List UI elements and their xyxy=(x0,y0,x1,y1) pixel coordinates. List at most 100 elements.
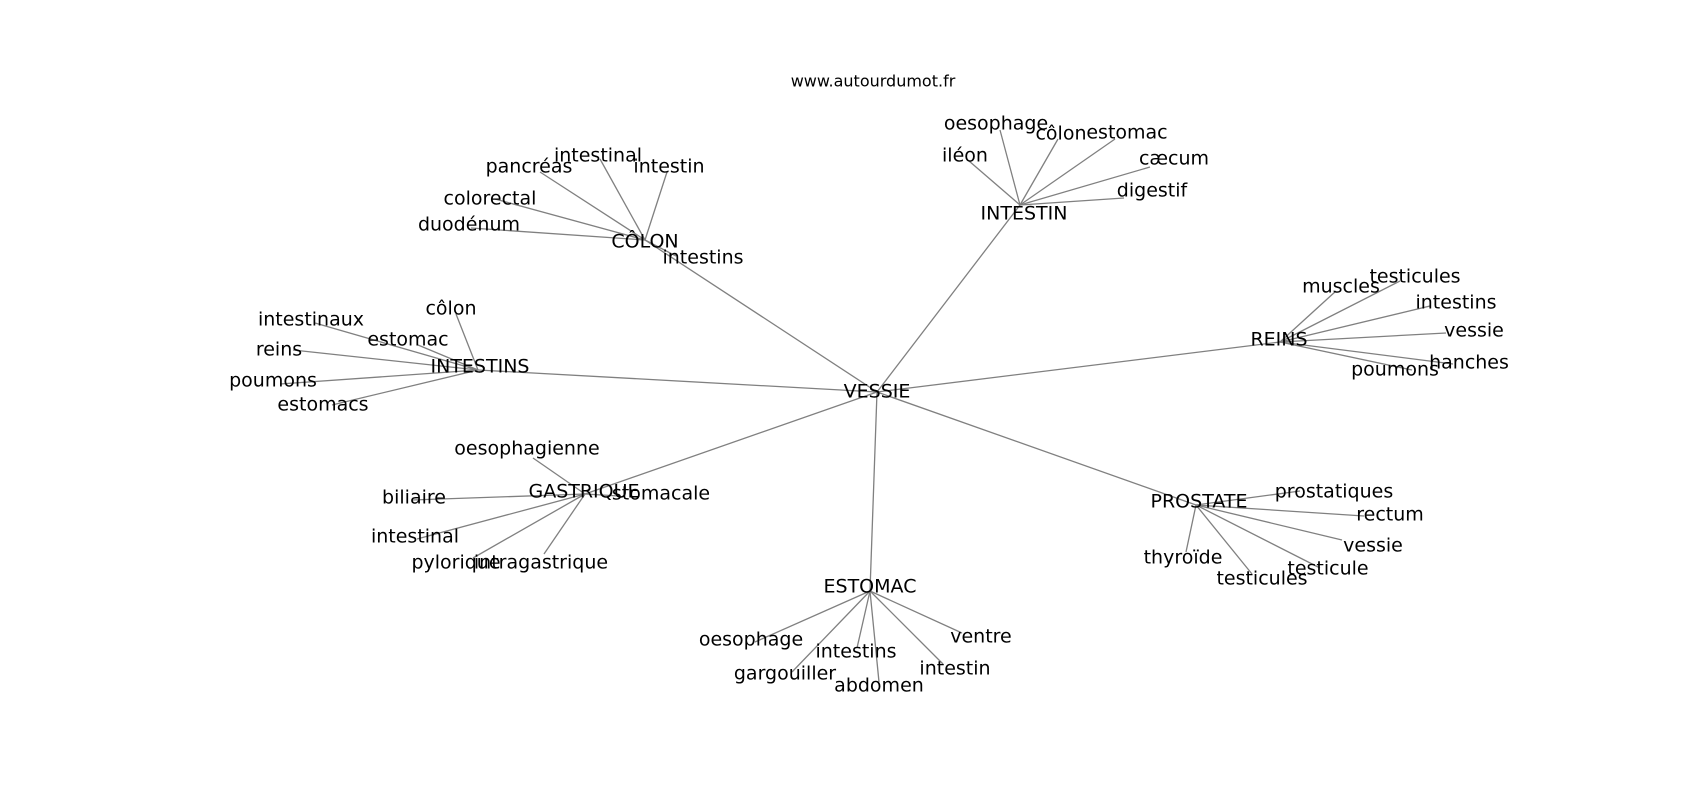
edge-estomac-leaf-3 xyxy=(869,590,944,665)
edge-colon-leaf-1 xyxy=(539,171,646,241)
leaf-word-intestin-1[interactable]: côlon xyxy=(1035,123,1086,145)
edge-reins-leaf-4 xyxy=(1279,341,1454,365)
graph-edges xyxy=(279,129,1454,683)
hub-word-intestins[interactable]: INTESTINS xyxy=(431,356,530,378)
leaf-word-colon-5[interactable]: intestins xyxy=(662,247,743,269)
leaf-word-gastrique-3[interactable]: intestinal xyxy=(371,526,459,548)
edge-gastrique-leaf-1 xyxy=(584,493,620,497)
leaf-word-reins-2[interactable]: intestins xyxy=(1415,292,1496,314)
leaf-word-intestin-4[interactable]: cæcum xyxy=(1139,148,1209,170)
edge-intestin-leaf-0 xyxy=(999,129,1021,206)
leaf-word-gastrique-2[interactable]: biliaire xyxy=(382,487,446,509)
edge-intestins-leaf-5 xyxy=(331,369,479,406)
leaf-word-colon-2[interactable]: intestin xyxy=(633,156,704,178)
edge-intestin-leaf-1 xyxy=(1019,138,1059,206)
hub-word-intestin[interactable]: INTESTIN xyxy=(981,203,1068,225)
leaf-word-prostate-1[interactable]: rectum xyxy=(1356,504,1424,526)
leaf-word-estomac-2[interactable]: intestins xyxy=(815,641,896,663)
leaf-word-colon-1[interactable]: pancréas xyxy=(486,156,573,178)
leaf-word-intestins-4[interactable]: poumons xyxy=(229,370,317,392)
edge-gastrique-leaf-2 xyxy=(411,493,586,501)
edge-prostate-leaf-1 xyxy=(1195,504,1365,517)
leaf-word-intestin-0[interactable]: oesophage xyxy=(944,113,1048,135)
hub-word-colon[interactable]: CÔLON xyxy=(611,229,678,253)
leaf-word-estomac-5[interactable]: abdomen xyxy=(834,675,924,697)
edge-prostate-leaf-0 xyxy=(1195,490,1301,506)
edge-center-to-gastrique xyxy=(584,391,878,495)
edge-intestins-leaf-1 xyxy=(314,322,479,371)
leaf-word-estomac-4[interactable]: gargouiller xyxy=(734,663,836,685)
leaf-word-prostate-5[interactable]: testicules xyxy=(1216,568,1307,590)
edge-gastrique-leaf-4 xyxy=(472,493,586,559)
leaf-word-colon-4[interactable]: duodénum xyxy=(418,214,520,236)
edge-reins-leaf-0 xyxy=(1279,280,1401,343)
leaf-word-prostate-2[interactable]: vessie xyxy=(1343,535,1403,557)
leaf-word-colon-3[interactable]: colorectal xyxy=(444,188,537,210)
hub-word-gastrique[interactable]: GASTRIQUE xyxy=(528,481,639,503)
edge-estomac-leaf-2 xyxy=(856,590,871,649)
leaf-word-prostate-0[interactable]: prostatiques xyxy=(1275,481,1394,503)
leaf-word-gastrique-1[interactable]: stomacale xyxy=(612,483,710,505)
edge-intestin-leaf-3 xyxy=(968,160,1021,206)
leaf-word-intestins-1[interactable]: intestinaux xyxy=(258,309,364,331)
leaf-word-colon-0[interactable]: intestinal xyxy=(554,145,642,167)
leaf-word-gastrique-4[interactable]: pylorique xyxy=(411,552,500,574)
leaf-word-reins-1[interactable]: muscles xyxy=(1302,276,1380,298)
hub-word-estomac[interactable]: ESTOMAC xyxy=(824,576,917,598)
edge-intestin-leaf-5 xyxy=(1019,197,1125,206)
edge-center-to-intestins xyxy=(477,369,878,393)
edge-center-to-reins xyxy=(876,341,1281,393)
leaf-word-intestin-5[interactable]: digestif xyxy=(1117,180,1189,202)
edge-estomac-leaf-5 xyxy=(869,590,880,683)
leaf-word-estomac-0[interactable]: ventre xyxy=(950,626,1012,648)
leaf-word-reins-4[interactable]: hanches xyxy=(1429,352,1509,374)
leaf-word-reins-5[interactable]: poumons xyxy=(1351,359,1439,381)
leaf-word-intestins-0[interactable]: côlon xyxy=(425,298,476,320)
edge-intestins-leaf-0 xyxy=(455,313,479,371)
edge-colon-leaf-3 xyxy=(494,198,646,241)
leaf-word-intestins-3[interactable]: reins xyxy=(256,339,302,361)
edge-reins-leaf-1 xyxy=(1279,290,1337,343)
edge-gastrique-leaf-3 xyxy=(416,493,586,540)
edge-intestin-leaf-2 xyxy=(1019,138,1116,206)
edge-colon-leaf-0 xyxy=(599,158,646,241)
leaf-word-prostate-3[interactable]: thyroïde xyxy=(1144,547,1223,569)
hub-word-reins[interactable]: REINS xyxy=(1250,329,1307,351)
leaf-word-intestins-2[interactable]: estomac xyxy=(367,329,448,351)
edge-intestins-leaf-4 xyxy=(279,369,479,385)
edge-prostate-leaf-4 xyxy=(1195,504,1321,569)
edge-center-to-prostate xyxy=(876,391,1197,506)
source-watermark: www.autourdumot.fr xyxy=(791,72,956,91)
leaf-word-reins-3[interactable]: vessie xyxy=(1444,320,1504,342)
leaf-word-prostate-4[interactable]: testicule xyxy=(1287,558,1368,580)
leaf-word-reins-0[interactable]: testicules xyxy=(1369,266,1460,288)
leaf-word-intestin-2[interactable]: estomac xyxy=(1086,122,1167,144)
edge-intestins-leaf-3 xyxy=(292,349,479,371)
leaf-word-estomac-3[interactable]: intestin xyxy=(919,658,990,680)
edge-colon-leaf-5 xyxy=(644,239,677,257)
edge-intestin-leaf-4 xyxy=(1019,166,1151,206)
edge-center-to-estomac xyxy=(869,391,878,592)
edge-center-to-intestin xyxy=(876,204,1021,393)
center-word[interactable]: VESSIE xyxy=(844,381,911,403)
hub-word-prostate[interactable]: PROSTATE xyxy=(1151,491,1248,513)
edge-prostate-leaf-3 xyxy=(1185,504,1197,553)
edge-reins-leaf-3 xyxy=(1279,332,1447,343)
edge-center-to-colon xyxy=(644,239,878,393)
leaf-word-intestins-5[interactable]: estomacs xyxy=(277,394,368,416)
leaf-word-intestin-3[interactable]: iléon xyxy=(942,145,988,167)
leaf-word-gastrique-0[interactable]: oesophagienne xyxy=(454,438,599,460)
edge-gastrique-leaf-5 xyxy=(543,493,586,555)
edge-estomac-leaf-1 xyxy=(754,590,871,643)
edge-reins-leaf-2 xyxy=(1279,305,1431,343)
edge-colon-leaf-4 xyxy=(470,227,646,241)
edge-estomac-leaf-4 xyxy=(791,590,871,673)
leaf-word-gastrique-5[interactable]: intragastrique xyxy=(474,552,608,574)
edge-reins-leaf-5 xyxy=(1279,341,1413,371)
edge-prostate-leaf-2 xyxy=(1195,504,1343,541)
edge-colon-leaf-2 xyxy=(644,171,668,241)
edge-estomac-leaf-0 xyxy=(869,590,963,634)
leaf-word-estomac-1[interactable]: oesophage xyxy=(699,629,803,651)
